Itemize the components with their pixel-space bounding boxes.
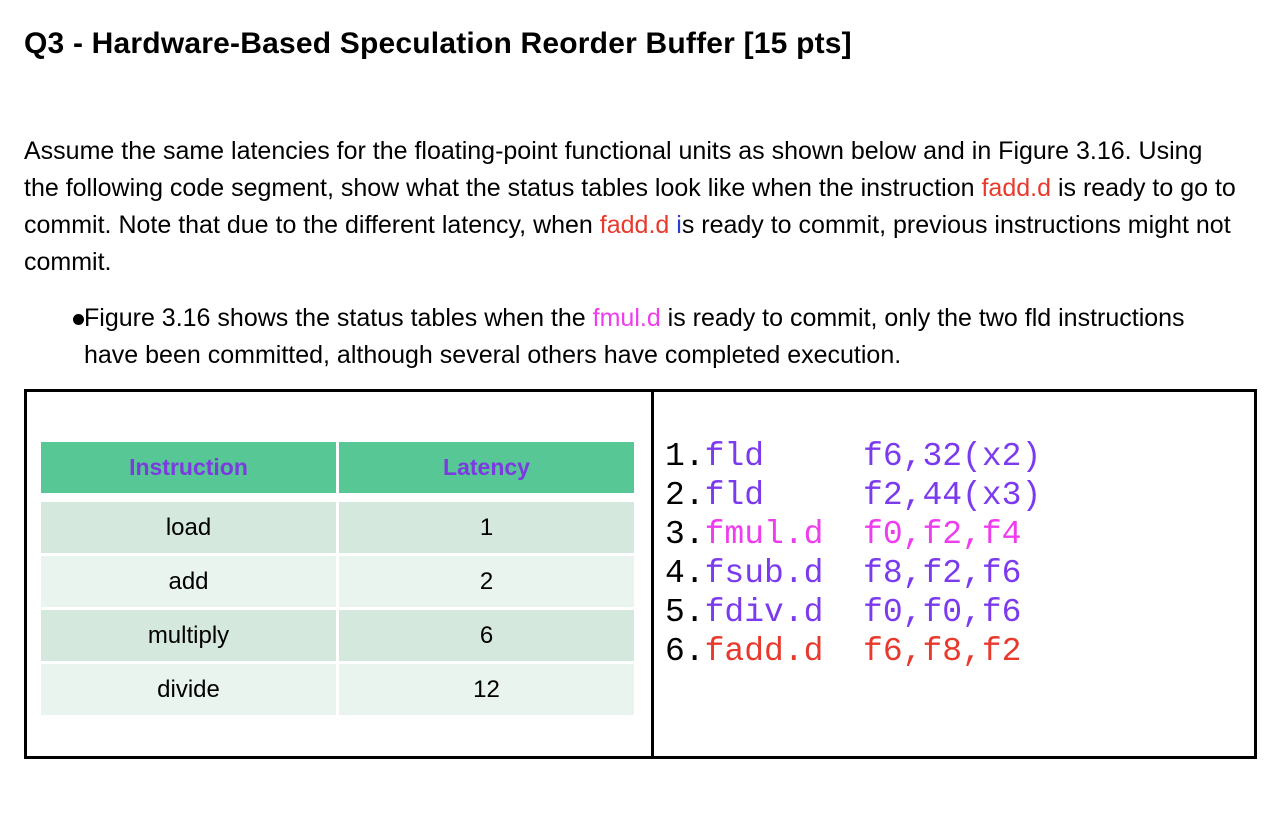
code-line: 3.fmul.d f0,f2,f4	[665, 515, 1254, 554]
code-line-number: 4.	[665, 555, 705, 592]
code-line: 6.fadd.d f6,f8,f2	[665, 632, 1254, 671]
table-header-row: Instruction Latency	[41, 442, 634, 499]
instruction-cell: multiply	[41, 610, 336, 661]
code-line: 4.fsub.d f8,f2,f6	[665, 554, 1254, 593]
code-line-number: 5.	[665, 594, 705, 631]
code-panel: 1.fld f6,32(x2) 2.fld f2,44(x3) 3.fmul.d…	[651, 392, 1254, 756]
intro-paragraph: Assume the same latencies for the floati…	[24, 133, 1239, 281]
highlight-fadd: fadd.d	[599, 211, 670, 239]
bullet-item: Figure 3.16 shows the status tables when…	[24, 300, 1257, 374]
content-box: Instruction Latency load 1 add 2 multipl…	[24, 389, 1257, 759]
code-line-number: 2.	[665, 477, 705, 514]
code-line-number: 6.	[665, 633, 705, 670]
highlight-fadd: fadd.d	[981, 174, 1051, 202]
header-instruction: Instruction	[41, 442, 336, 499]
code-instruction: fadd.d f6,f8,f2	[704, 633, 1022, 670]
latency-table: Instruction Latency load 1 add 2 multipl…	[38, 439, 637, 718]
latency-cell: 6	[339, 610, 634, 661]
instruction-cell: add	[41, 556, 336, 607]
code-line: 5.fdiv.d f0,f0,f6	[665, 593, 1254, 632]
latency-cell: 12	[339, 664, 634, 715]
latency-cell: 2	[339, 556, 634, 607]
table-row: divide 12	[41, 664, 634, 715]
code-line-number: 1.	[665, 438, 705, 475]
code-instruction: fsub.d f8,f2,f6	[704, 555, 1022, 592]
question-title: Q3 - Hardware-Based Speculation Reorder …	[24, 27, 852, 60]
bullet-text: Figure 3.16 shows the status tables when…	[84, 304, 593, 332]
code-line: 2.fld f2,44(x3)	[665, 476, 1254, 515]
latency-panel: Instruction Latency load 1 add 2 multipl…	[27, 392, 651, 756]
header-latency: Latency	[339, 442, 634, 499]
highlight-fmul: fmul.d	[592, 304, 661, 332]
table-row: load 1	[41, 502, 634, 553]
intro-text: s ready to commit, previous instructions…	[24, 211, 1231, 276]
table-row: add 2	[41, 556, 634, 607]
bullet-text: is ready to commit, only the two fld ins…	[84, 304, 1185, 369]
intro-text: Assume the same latencies for the floati…	[24, 137, 1203, 202]
instruction-cell: divide	[41, 664, 336, 715]
code-line: 1.fld f6,32(x2)	[665, 437, 1254, 476]
code-instruction: fld f6,32(x2)	[704, 438, 1042, 475]
highlight-i: i	[676, 211, 682, 239]
bullet-dot-icon	[73, 314, 84, 325]
table-row: multiply 6	[41, 610, 634, 661]
code-instruction: fdiv.d f0,f0,f6	[704, 594, 1022, 631]
instruction-cell: load	[41, 502, 336, 553]
code-instruction: fmul.d f0,f2,f4	[704, 516, 1022, 553]
code-line-number: 3.	[665, 516, 705, 553]
document-page: Q3 - Hardware-Based Speculation Reorder …	[24, 27, 1257, 759]
code-instruction: fld f2,44(x3)	[704, 477, 1042, 514]
bullet-paragraph: Figure 3.16 shows the status tables when…	[84, 300, 1219, 374]
intro-text: is ready to go to commit. Note that due …	[24, 174, 1236, 239]
latency-cell: 1	[339, 502, 634, 553]
